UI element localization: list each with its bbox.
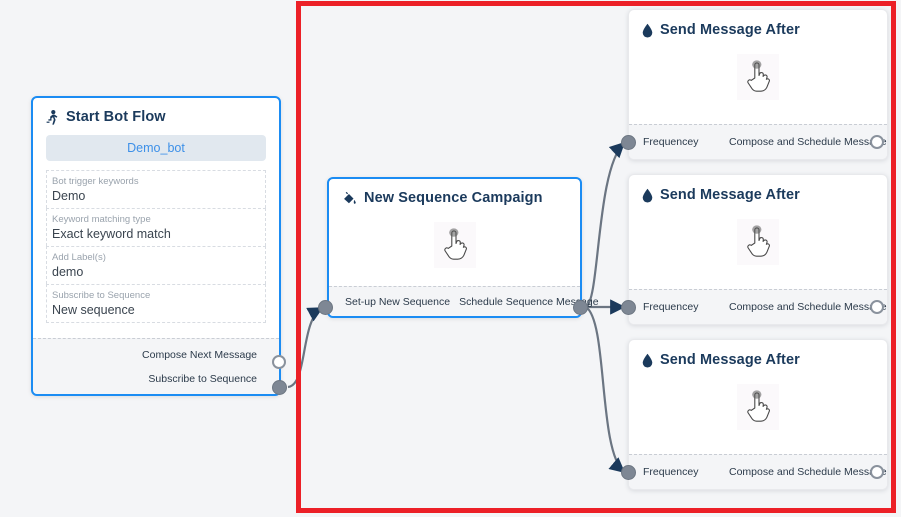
send-message-title-row: Send Message After bbox=[629, 10, 887, 42]
node-send-message-after-3[interactable]: Send Message After Frequencey Compose an… bbox=[628, 339, 888, 490]
port-label-frequency: Frequencey bbox=[643, 301, 699, 313]
send-message-title: Send Message After bbox=[660, 187, 800, 203]
port-label-schedule-sequence-message: Schedule Sequence Message bbox=[459, 295, 599, 308]
field-keyword-matching-type[interactable]: Keyword matching type Exact keyword matc… bbox=[46, 208, 266, 246]
field-label: Add Label(s) bbox=[52, 252, 106, 263]
pointing-hand-cursor-icon bbox=[747, 390, 770, 422]
send-message-body bbox=[629, 54, 887, 100]
port-card3-output-compose-and-schedule-message[interactable] bbox=[870, 465, 884, 479]
port-label-setup-new-sequence: Set-up New Sequence bbox=[345, 295, 451, 308]
node-start-bot-flow[interactable]: Start Bot Flow Demo_bot Bot trigger keyw… bbox=[31, 96, 281, 396]
water-droplet-icon bbox=[642, 353, 653, 367]
field-label: Bot trigger keywords bbox=[52, 176, 139, 187]
pointing-hand-cursor-icon bbox=[747, 225, 770, 257]
new-sequence-campaign-body bbox=[329, 222, 580, 268]
port-start-compose-next-message[interactable] bbox=[272, 355, 286, 369]
field-subscribe-to-sequence[interactable]: Subscribe to Sequence New sequence bbox=[46, 284, 266, 323]
port-label-compose-and-schedule-message: Compose and Schedule Message bbox=[729, 466, 887, 478]
send-message-footer: Frequencey Compose and Schedule Message bbox=[629, 124, 887, 159]
node-send-message-after-1[interactable]: Send Message After Frequencey Compose an… bbox=[628, 9, 888, 160]
new-sequence-campaign-footer: Set-up New Sequence Schedule Sequence Me… bbox=[329, 286, 599, 316]
bot-name-pill[interactable]: Demo_bot bbox=[46, 135, 266, 161]
field-add-labels[interactable]: Add Label(s) demo bbox=[46, 246, 266, 284]
node-send-message-after-2[interactable]: Send Message After Frequencey Compose an… bbox=[628, 174, 888, 325]
bot-name-label: Demo_bot bbox=[127, 141, 185, 155]
new-sequence-campaign-title-row: New Sequence Campaign bbox=[329, 179, 580, 210]
edge-sequence-to-card1 bbox=[585, 141, 626, 308]
node-new-sequence-campaign[interactable]: New Sequence Campaign Set-up New Sequenc… bbox=[327, 177, 599, 318]
output-row-subscribe-to-sequence[interactable]: Subscribe to Sequence bbox=[148, 367, 257, 391]
bot-config-fields: Bot trigger keywords Demo Keyword matchi… bbox=[46, 170, 266, 323]
field-value: Exact keyword match bbox=[52, 227, 171, 241]
port-sequence-input[interactable] bbox=[318, 300, 333, 315]
send-message-footer: Frequencey Compose and Schedule Message bbox=[629, 454, 887, 489]
send-message-body bbox=[629, 384, 887, 430]
port-card3-input-frequency[interactable] bbox=[621, 465, 636, 480]
port-sequence-output[interactable] bbox=[573, 300, 588, 315]
port-card1-output-compose-and-schedule-message[interactable] bbox=[870, 135, 884, 149]
port-card2-input-frequency[interactable] bbox=[621, 300, 636, 315]
edge-start-to-sequence bbox=[287, 307, 324, 389]
send-message-title: Send Message After bbox=[660, 352, 800, 368]
field-value: Demo bbox=[52, 189, 86, 203]
water-droplet-icon bbox=[642, 23, 653, 37]
port-label: Subscribe to Sequence bbox=[148, 372, 257, 385]
new-sequence-campaign-title: New Sequence Campaign bbox=[364, 190, 543, 206]
field-bot-trigger-keywords[interactable]: Bot trigger keywords Demo bbox=[46, 170, 266, 208]
port-start-subscribe-to-sequence[interactable] bbox=[272, 380, 287, 395]
send-message-title-row: Send Message After bbox=[629, 175, 887, 207]
field-value: New sequence bbox=[52, 303, 135, 317]
edge-sequence-to-card3 bbox=[585, 306, 626, 473]
port-card2-output-compose-and-schedule-message[interactable] bbox=[870, 300, 884, 314]
pointing-hand-cursor-icon bbox=[747, 60, 770, 92]
send-message-body bbox=[629, 219, 887, 265]
field-label: Subscribe to Sequence bbox=[52, 290, 151, 301]
field-value: demo bbox=[52, 265, 84, 279]
running-person-icon bbox=[46, 109, 58, 125]
port-label-frequency: Frequencey bbox=[643, 136, 699, 148]
port-label: Compose Next Message bbox=[142, 348, 257, 361]
pointing-hand-cursor-icon bbox=[443, 228, 467, 260]
send-message-footer: Frequencey Compose and Schedule Message bbox=[629, 289, 887, 324]
start-bot-flow-title: Start Bot Flow bbox=[66, 109, 166, 125]
send-message-title: Send Message After bbox=[660, 22, 800, 38]
start-bot-flow-title-row: Start Bot Flow bbox=[33, 98, 279, 129]
output-row-compose-next-message[interactable]: Compose Next Message bbox=[142, 343, 257, 367]
port-card1-input-frequency[interactable] bbox=[621, 135, 636, 150]
water-droplet-icon bbox=[642, 188, 653, 202]
paint-bucket-icon bbox=[344, 191, 356, 204]
field-label: Keyword matching type bbox=[52, 214, 151, 225]
start-bot-flow-footer: Compose Next Message Subscribe to Sequen… bbox=[33, 338, 279, 394]
port-label-compose-and-schedule-message: Compose and Schedule Message bbox=[729, 301, 887, 313]
port-label-compose-and-schedule-message: Compose and Schedule Message bbox=[729, 136, 887, 148]
send-message-title-row: Send Message After bbox=[629, 340, 887, 372]
port-label-frequency: Frequencey bbox=[643, 466, 699, 478]
